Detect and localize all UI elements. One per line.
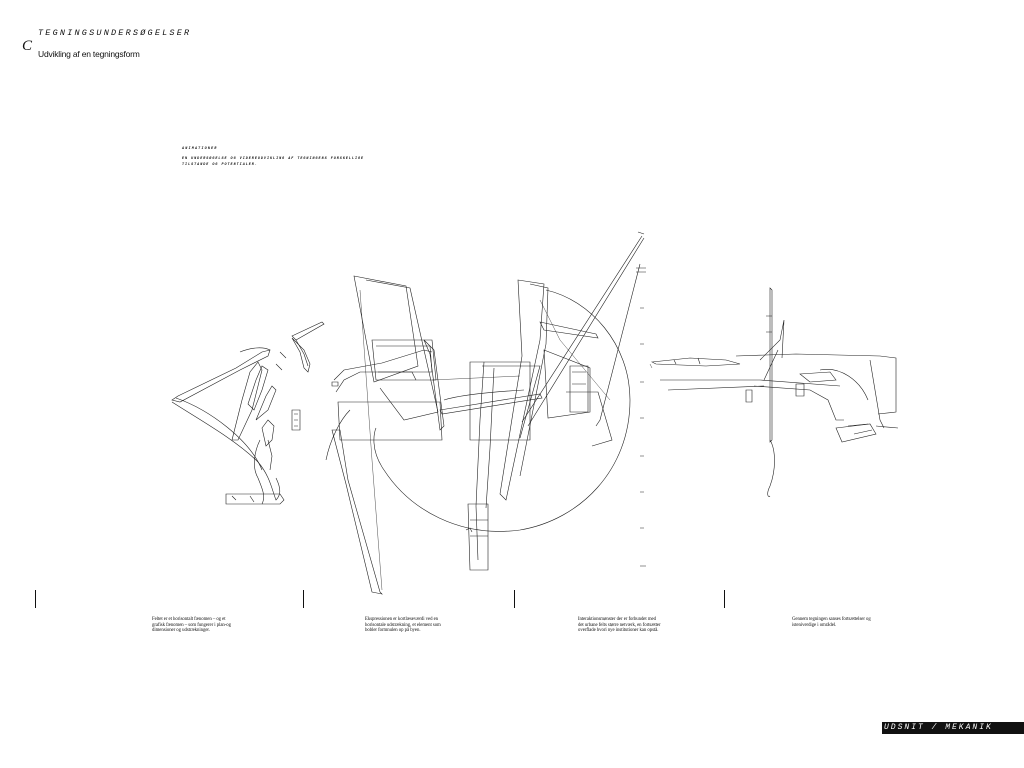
drawing-2 bbox=[325, 231, 646, 595]
drawing-1 bbox=[171, 321, 325, 505]
column-divider bbox=[35, 590, 36, 608]
animation-label: Animationer bbox=[182, 147, 218, 151]
caption-4: Gennem tegningen sanses fortsættelser og… bbox=[792, 617, 871, 628]
caption-1: Feltet er et horisontalt fænomen – og et… bbox=[152, 617, 231, 634]
section-letter: C bbox=[22, 38, 33, 54]
column-divider bbox=[303, 590, 304, 608]
caption-2: Ekspressionen er kortlæseværdi ved en ho… bbox=[365, 617, 441, 634]
drawing-3 bbox=[650, 287, 899, 497]
section-subtitle: Udvikling af en tegningsform bbox=[38, 49, 140, 59]
section-title: Tegningsundersøgelser bbox=[38, 28, 192, 38]
caption-3: Interaktionsmønster der er forbundet med… bbox=[578, 617, 661, 634]
column-divider bbox=[724, 590, 725, 608]
column-divider bbox=[514, 590, 515, 608]
animation-description: En undersøgelse og videreudvikling af te… bbox=[182, 157, 365, 167]
footer-section-label: Udsnit / Mekanik bbox=[882, 722, 1024, 734]
drawing-fill-lines bbox=[359, 289, 653, 591]
